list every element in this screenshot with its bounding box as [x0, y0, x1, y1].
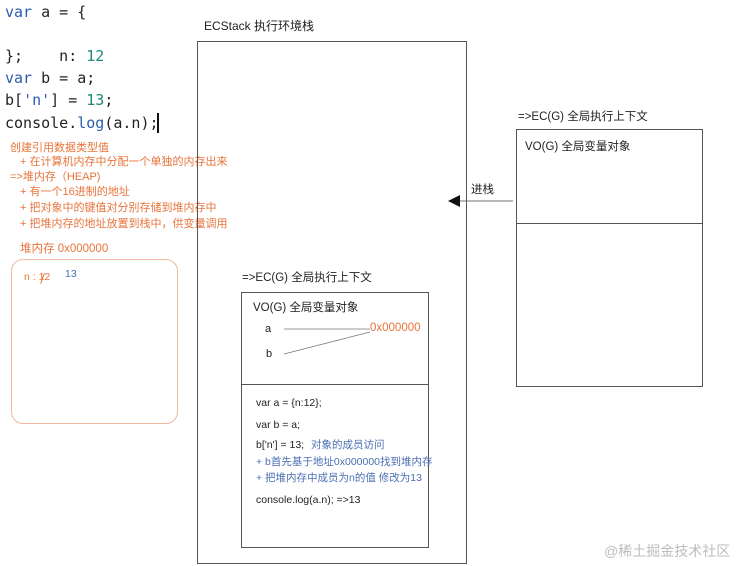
note-1: 创建引用数据类型值 — [10, 142, 109, 154]
ec-outer-box — [516, 129, 703, 387]
vo-inner-title: VO(G) 全局变量对象 — [253, 302, 359, 314]
code-function: log — [77, 114, 105, 132]
code-text: console. — [5, 114, 78, 132]
watermark: @稀土掘金技术社区 — [604, 543, 731, 559]
code-text: ] = — [50, 91, 87, 109]
note-5: + 把对象中的键值对分别存储到堆内存中 — [20, 202, 217, 214]
ec-code-3-note: 对象的成员访问 — [311, 439, 385, 451]
note-4: + 有一个16进制的地址 — [20, 186, 130, 198]
code-number: 13 — [86, 91, 105, 109]
code-text: a = { — [32, 3, 87, 21]
heap-property: n : 12 — [24, 271, 51, 283]
heap-new-value: 13 — [65, 268, 77, 280]
code-text: ; — [104, 91, 114, 109]
code-number: 12 — [86, 47, 105, 65]
var-a-label: a — [265, 323, 272, 335]
var-b-label: b — [266, 348, 273, 360]
ec-inner-box — [241, 292, 429, 548]
note-2: + 在计算机内存中分配一个单独的内存出来 — [20, 156, 228, 168]
ec-code-1: var a = {n:12}; — [256, 397, 322, 409]
code-line-1: var a = { — [5, 1, 86, 23]
code-line-2: n: 12 — [5, 23, 104, 67]
ec-code-3: b['n'] = 13; 对象的成员访问 — [256, 437, 385, 452]
code-line-4: var b = a; — [5, 67, 95, 89]
code-line-6: console.log(a.n); — [5, 112, 159, 134]
note-6: + 把堆内存的地址放置到栈中，供变量调用 — [20, 218, 228, 230]
push-label: 进栈 — [471, 184, 494, 196]
ec-code-2: var b = a; — [256, 419, 301, 431]
code-text: (a.n); — [104, 114, 159, 132]
code-line-3: }; — [5, 47, 24, 65]
ec-code-3-stmt: b['n'] = 13; — [256, 439, 305, 451]
heap-label: 堆内存 0x000000 — [20, 243, 109, 255]
ec-outer-title: =>EC(G) 全局执行上下文 — [518, 111, 648, 123]
code-text: b = a; — [32, 69, 96, 87]
text-cursor — [157, 113, 159, 133]
ec-code-4: + b首先基于地址0x000000找到堆内存 — [256, 456, 433, 468]
note-3: =>堆内存（HEAP) — [10, 171, 101, 183]
heap-box — [11, 259, 178, 424]
code-text: n: — [23, 47, 87, 65]
code-text: b[ — [5, 91, 24, 109]
ec-code-6: console.log(a.n); =>13 — [256, 494, 361, 506]
code-string: 'n' — [23, 91, 51, 109]
vo-outer-title: VO(G) 全局变量对象 — [525, 141, 631, 153]
code-keyword: var — [5, 69, 33, 87]
address-label: 0x000000 — [370, 322, 421, 334]
ec-inner-title: =>EC(G) 全局执行上下文 — [242, 272, 372, 284]
ec-code-5: + 把堆内存中成员为n的值 修改为13 — [256, 472, 422, 484]
ec-inner-divider — [241, 384, 429, 385]
ec-outer-divider — [516, 223, 703, 224]
ecstack-title: ECStack 执行环境栈 — [204, 19, 315, 33]
code-line-5: b['n'] = 13; — [5, 89, 113, 111]
ecstack-box — [197, 41, 467, 564]
code-keyword: var — [5, 3, 33, 21]
